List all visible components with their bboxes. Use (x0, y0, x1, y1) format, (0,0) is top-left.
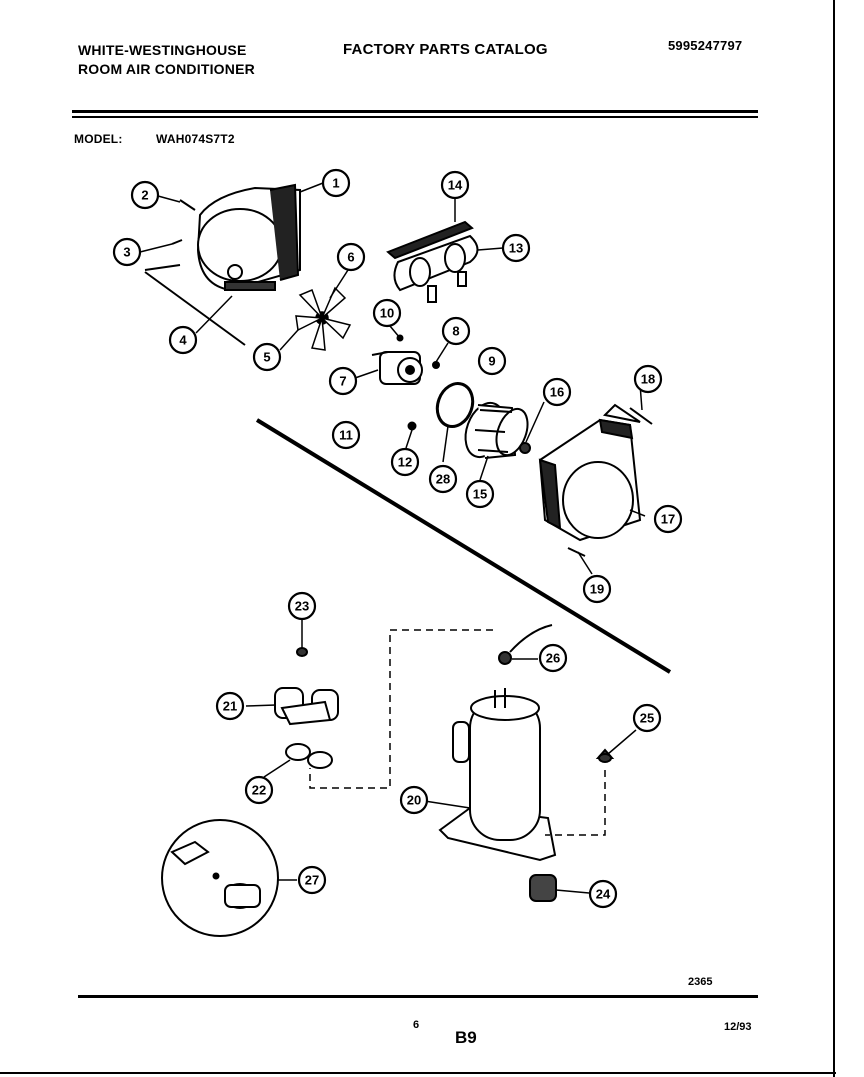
foot-drawing (529, 874, 557, 902)
callout-6: 6 (336, 242, 366, 272)
bracket-drawing (386, 220, 479, 303)
svg-text:9: 9 (488, 354, 495, 369)
svg-text:18: 18 (641, 372, 655, 387)
capacitor-bracket-drawing (285, 743, 333, 769)
callout-9: 9 (477, 346, 507, 376)
revision-date: 12/93 (724, 1021, 752, 1033)
fan-blade-drawing (295, 286, 352, 351)
callout-27: 27 (297, 865, 327, 895)
svg-text:23: 23 (295, 599, 309, 614)
svg-text:14: 14 (448, 178, 463, 193)
svg-text:7: 7 (339, 374, 346, 389)
small-hardware-drawing (396, 334, 440, 431)
clip-drawing (567, 407, 653, 557)
compressor-drawing (438, 688, 557, 862)
footer-rule (78, 995, 758, 998)
svg-text:20: 20 (407, 793, 421, 808)
svg-text:12: 12 (398, 455, 412, 470)
blower-wheel-drawing (464, 401, 529, 459)
detail-circle (161, 819, 279, 937)
nut-drawing (519, 442, 531, 454)
callout-15: 15 (465, 479, 495, 509)
callout-28: 28 (428, 464, 458, 494)
screw-drawing (144, 199, 246, 346)
callout-2: 2 (130, 180, 160, 210)
callout-10: 10 (372, 298, 402, 328)
svg-text:13: 13 (509, 241, 523, 256)
callout-19: 19 (582, 574, 612, 604)
callout-8: 8 (441, 316, 471, 346)
shroud-drawing (196, 183, 301, 292)
section-code: B9 (455, 1028, 477, 1047)
grommet-drawing (296, 647, 308, 657)
callout-17: 17 (653, 504, 683, 534)
callout-7: 7 (328, 366, 358, 396)
callout-16: 16 (542, 377, 572, 407)
svg-text:5: 5 (263, 350, 270, 365)
svg-text:22: 22 (252, 783, 266, 798)
catalog-title: FACTORY PARTS CATALOG (343, 41, 548, 58)
svg-text:16: 16 (550, 385, 564, 400)
callout-25: 25 (632, 703, 662, 733)
page-number: 6 (413, 1019, 420, 1031)
callout-3: 3 (112, 237, 142, 267)
svg-text:21: 21 (223, 699, 237, 714)
brand-line-2: ROOM AIR CONDITIONER (78, 61, 255, 77)
svg-text:3: 3 (123, 245, 130, 260)
svg-text:28: 28 (436, 472, 450, 487)
svg-text:11: 11 (339, 428, 353, 443)
svg-text:4: 4 (179, 333, 187, 348)
svg-text:15: 15 (473, 487, 487, 502)
callout-24: 24 (588, 879, 618, 909)
capacitor-drawing (274, 687, 339, 726)
brand-line-1: WHITE-WESTINGHOUSE (78, 42, 247, 58)
dashed-connector-lines (309, 629, 606, 836)
ring-drawing (435, 382, 475, 428)
svg-text:17: 17 (661, 512, 675, 527)
catalog-part-number: 5995247797 (668, 38, 743, 53)
model-value: WAH074S7T2 (156, 132, 235, 146)
motor-drawing (371, 351, 423, 385)
svg-text:24: 24 (596, 887, 611, 902)
svg-text:8: 8 (452, 324, 459, 339)
svg-text:2: 2 (141, 188, 148, 203)
svg-text:19: 19 (590, 582, 604, 597)
callout-18: 18 (633, 364, 663, 394)
terminal-drawing (498, 624, 553, 665)
svg-text:1: 1 (332, 176, 339, 191)
callout-4: 4 (168, 325, 198, 355)
svg-text:10: 10 (380, 306, 394, 321)
page-border-right (833, 0, 835, 1077)
callout-21: 21 (215, 691, 245, 721)
model-label: MODEL: (74, 132, 123, 146)
svg-text:6: 6 (347, 250, 354, 265)
svg-text:25: 25 (640, 711, 654, 726)
svg-text:27: 27 (305, 873, 319, 888)
callout-14: 14 (440, 170, 470, 200)
callout-11: 11 (331, 420, 361, 450)
callout-20: 20 (399, 785, 429, 815)
callout-1: 1 (321, 168, 351, 198)
callout-22: 22 (244, 775, 274, 805)
drawing-number: 2365 (688, 976, 713, 988)
scroll-housing-drawing (538, 403, 642, 542)
callout-23: 23 (287, 591, 317, 621)
page-border-bottom (0, 1072, 836, 1074)
header-rule-thin (72, 116, 758, 118)
callout-12: 12 (390, 447, 420, 477)
header-rule-thick (72, 110, 758, 113)
svg-text:26: 26 (546, 651, 560, 666)
callout-13: 13 (501, 233, 531, 263)
callout-26: 26 (538, 643, 568, 673)
section-divider-line (255, 418, 672, 674)
callout-5: 5 (252, 342, 282, 372)
leader-lines (139, 182, 646, 894)
